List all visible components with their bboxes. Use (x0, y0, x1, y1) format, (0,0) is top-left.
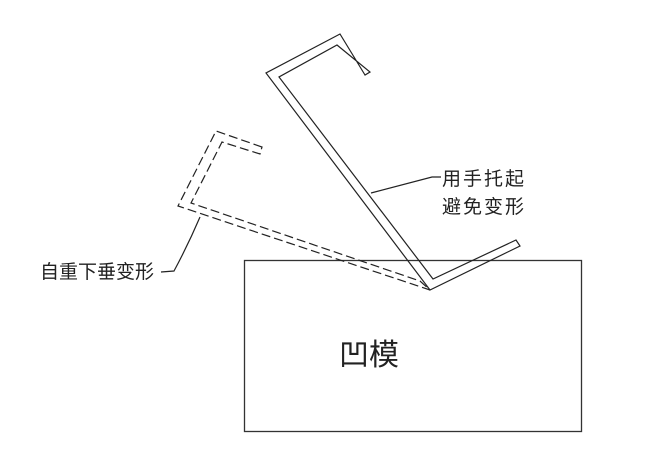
dashed-sagging-workpiece (177, 130, 431, 291)
die-rectangle (243, 259, 583, 433)
solid-supported-workpiece (265, 33, 521, 291)
die-label: 凹模 (339, 338, 399, 373)
leader-line-sag (160, 216, 201, 273)
sag-deformation-label: 自重下垂变形 (40, 261, 155, 283)
leader-line-hand-support (370, 176, 441, 194)
hand-support-label-line2: 避免变形 (442, 196, 527, 218)
hand-support-label-line1: 用手托起 (442, 168, 527, 190)
